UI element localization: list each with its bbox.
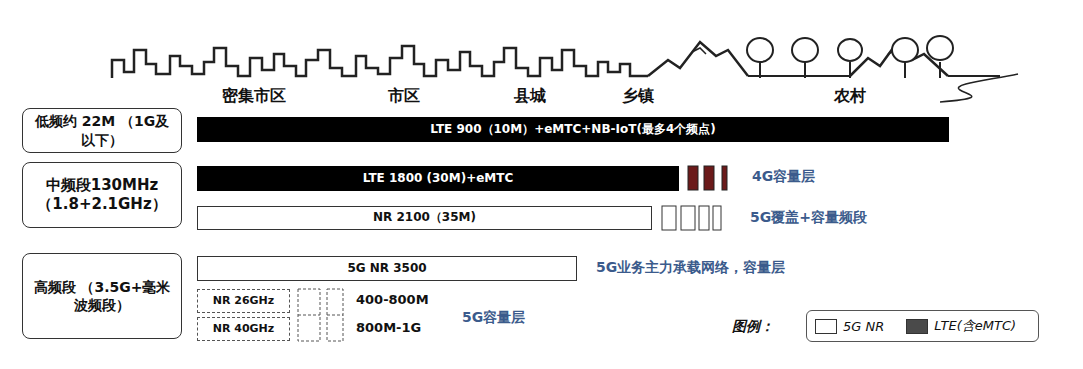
legend-text: 5G NR — [843, 319, 884, 334]
trees — [747, 36, 953, 78]
band-box: 高频段 （3.5G+毫米波频段） — [22, 253, 182, 339]
node-text: NR 2100（35M) — [373, 210, 476, 226]
area-name: 农村 — [834, 86, 866, 107]
legend-text: LTE(含eMTC) — [934, 317, 1016, 335]
road-swoosh — [940, 74, 1018, 102]
layer-label: 5G业务主力承载网络，容量层 — [596, 259, 785, 277]
legend-box: 5G NR LTE(含eMTC) — [806, 310, 1039, 342]
node-text: 低频约 22M （1G及以下） — [30, 112, 174, 148]
mmwave-box: NR 40GHz — [197, 317, 290, 341]
area-name: 密集市区 — [222, 86, 286, 107]
mmwave-blocks — [298, 289, 343, 341]
bandwidth-label: 400-800M — [356, 292, 429, 307]
layer-label: 5G容量层 — [462, 309, 525, 327]
nr-capacity-blocks — [662, 206, 721, 230]
legend-swatch — [906, 319, 928, 334]
area-name: 市区 — [388, 86, 420, 107]
layer-label: 5G覆盖+容量频段 — [750, 209, 867, 227]
legend-title: 图例： — [732, 318, 774, 336]
node-text: NR 40GHz — [213, 322, 274, 336]
node-text: 中频段130MHz （1.8+2.1GHz） — [30, 176, 174, 215]
node-text: LTE 900（10M）+eMTC+NB-IoT(最多4个频点) — [430, 122, 715, 138]
bandwidth-label: 800M-1G — [356, 320, 421, 335]
legend-item: 5G NR — [815, 319, 884, 334]
legend-item: LTE(含eMTC) — [906, 317, 1016, 335]
area-name: 乡镇 — [622, 86, 654, 107]
city-skyline — [112, 46, 648, 78]
node-text: LTE 1800 (30M)+eMTC — [363, 171, 514, 187]
node-text: 高频段 （3.5G+毫米波频段） — [30, 278, 174, 314]
ground-line — [748, 75, 1000, 77]
nr-bar: NR 2100（35M) — [197, 206, 652, 230]
node-text: NR 26GHz — [213, 294, 274, 308]
lte-capacity-blocks — [688, 166, 727, 190]
node-text: 5G NR 3500 — [347, 261, 426, 277]
band-box: 低频约 22M （1G及以下） — [22, 108, 182, 153]
lte-bar: LTE 900（10M）+eMTC+NB-IoT(最多4个频点) — [197, 117, 949, 142]
nr-bar: 5G NR 3500 — [197, 256, 577, 281]
lte-bar: LTE 1800 (30M)+eMTC — [197, 166, 679, 191]
band-box: 中频段130MHz （1.8+2.1GHz） — [22, 162, 182, 228]
area-name: 县城 — [514, 86, 546, 107]
layer-label: 4G容量层 — [752, 168, 815, 186]
legend-swatch — [815, 319, 837, 334]
mmwave-box: NR 26GHz — [197, 289, 290, 313]
